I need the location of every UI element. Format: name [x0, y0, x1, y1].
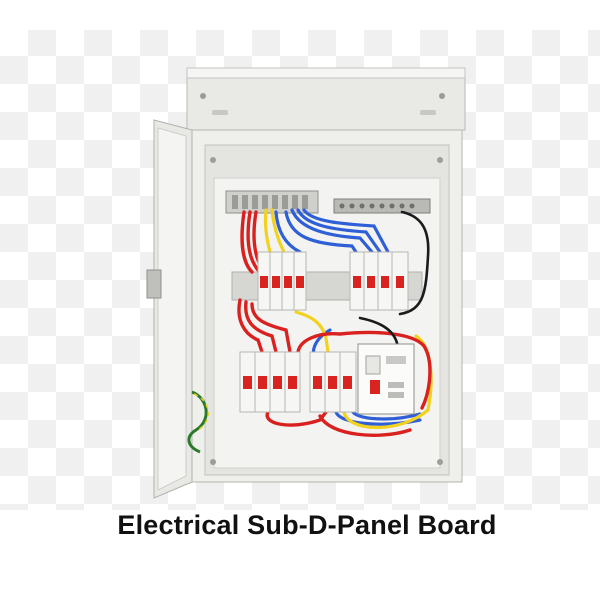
- breakers-upper: [257, 251, 409, 311]
- top-cover: [186, 67, 466, 131]
- rcd-unit: [357, 343, 415, 415]
- open-door: [146, 119, 209, 499]
- caption: Electrical Sub-D-Panel Board: [0, 500, 600, 550]
- neutral-bar: [333, 198, 431, 214]
- caption-text: Electrical Sub-D-Panel Board: [117, 510, 497, 540]
- breakers-lower: [239, 343, 415, 415]
- wiring: [237, 208, 433, 437]
- enclosure-body: [191, 129, 463, 483]
- terminal-block: [225, 190, 319, 214]
